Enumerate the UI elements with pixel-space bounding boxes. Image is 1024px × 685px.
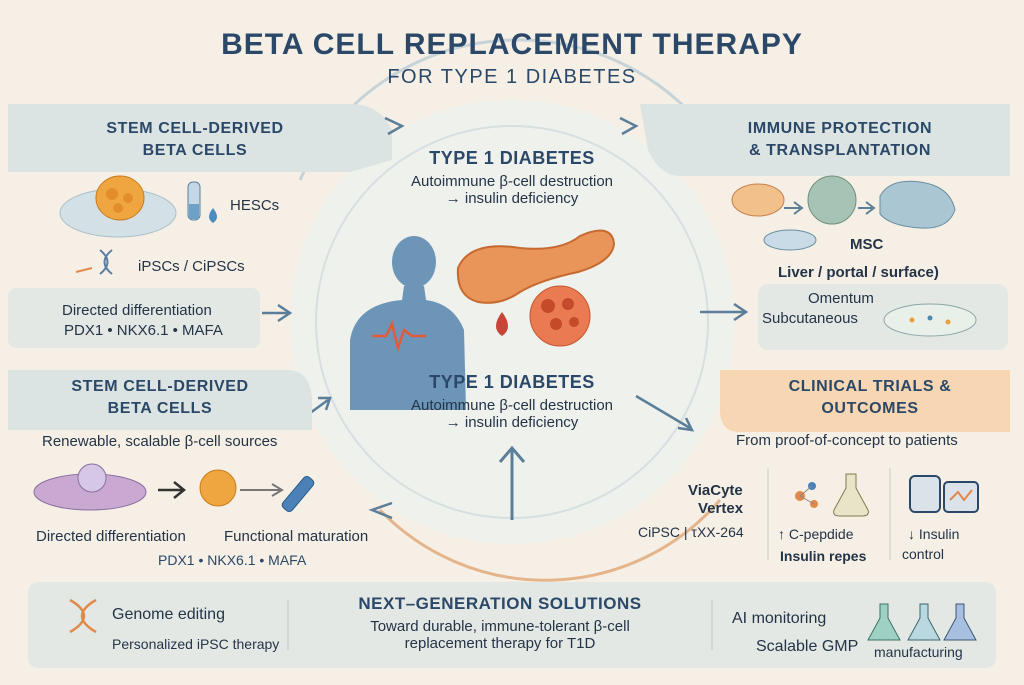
page-subtitle: FOR TYPE 1 DIABETES	[387, 66, 637, 88]
islet-cluster	[529, 285, 591, 347]
islet-capsule	[807, 175, 857, 225]
stem-top-diff-label: Directed differentiation	[62, 302, 212, 319]
panel-immune-bg	[640, 104, 1010, 176]
arrow-up-center	[498, 445, 526, 520]
center-ring	[290, 100, 734, 544]
next-gen-line2: replacement therapy for T1D	[404, 635, 596, 652]
progenitor-cell	[199, 469, 237, 507]
arrow-lower-right	[635, 394, 695, 432]
center-bottom-line2: → insulin deficiency	[445, 414, 579, 431]
msc-cell	[879, 180, 956, 229]
center-bottom-line1: Autoimmune β-cell destruction	[410, 397, 614, 414]
arrow-top-left	[384, 116, 405, 136]
clinical-title-line2: OUTCOMES	[821, 400, 919, 417]
stem-top-title: STEM CELL-DERIVED BETA CELLS	[60, 118, 330, 162]
clinical-title: CLINICAL TRIALS & OUTCOMES	[740, 376, 1000, 420]
subcutaneous-label: Subcutaneous	[762, 310, 858, 327]
control-label: control	[902, 546, 945, 562]
center-top-line2: → insulin deficiency	[445, 190, 579, 207]
device-icon	[763, 229, 817, 251]
arrow-mid-left	[262, 303, 293, 323]
stem-top-title-line2: BETA CELLS	[142, 142, 248, 159]
glucose-meter-icon	[909, 475, 941, 513]
panel-clinical-bg	[720, 370, 1010, 432]
molecule-icon	[795, 482, 818, 508]
immune-title-line2: & TRANSPLANTATION	[748, 142, 932, 159]
clinical-subtitle: From proof-of-concept to patients	[736, 432, 958, 449]
center-bottom-title: TYPE 1 DIABETES	[429, 372, 595, 392]
lab-flasks-icon	[867, 603, 977, 641]
msc-label: MSC	[850, 236, 884, 253]
pancreas-illustration	[456, 229, 616, 304]
center-bottom-block: TYPE 1 DIABETES Autoimmune β-cell destru…	[352, 372, 672, 431]
arrow-maturation	[240, 483, 284, 497]
insulin-down-label: ↓ Insulin	[908, 526, 960, 542]
next-gen-block: NEXT–GENERATION SOLUTIONS Toward durable…	[300, 594, 700, 652]
vertex-label: Vertex	[698, 500, 744, 517]
center-top-block: TYPE 1 DIABETES Autoimmune β-cell destru…	[352, 148, 672, 207]
genome-editing-label: Genome editing	[112, 606, 225, 623]
immune-title: IMMUNE PROTECTION & TRANSPLANTATION	[690, 118, 990, 162]
stem-bottom-title-line1: STEM CELL-DERIVED	[71, 378, 249, 395]
transplant-sites: Liver / portal / surface)	[778, 264, 939, 281]
center-top-title: TYPE 1 DIABETES	[429, 148, 595, 168]
immune-title-line1: IMMUNE PROTECTION	[747, 120, 933, 137]
panel-stem-bottom-bg	[8, 370, 312, 430]
viacyte-label: ViaCyte	[688, 482, 743, 499]
dna-icon-small	[99, 249, 113, 275]
arrow-mid-right	[700, 302, 749, 322]
stem-bottom-title: STEM CELL-DERIVED BETA CELLS	[40, 376, 280, 420]
stem-top-markers: PDX1 • NKX6.1 • MAFA	[64, 322, 223, 339]
ipsc-cell	[77, 463, 107, 493]
insulin-repes-label: Insulin repes	[780, 548, 867, 564]
blood-drop-icon	[496, 312, 508, 336]
clinical-title-line1: CLINICAL TRIALS &	[788, 378, 952, 395]
dna-icon	[69, 598, 97, 634]
personalized-label: Personalized iPSC therapy	[112, 636, 280, 652]
panel-stem-top-bg	[8, 104, 392, 172]
arrow-top-right	[619, 116, 639, 136]
hescs-label: HESCs	[230, 197, 280, 214]
drop-icon	[209, 208, 217, 223]
cycle-arc-bottom	[378, 499, 722, 582]
arrow-bottom-left	[368, 501, 393, 520]
maturation-label: Functional maturation	[224, 528, 369, 545]
stem-bottom-title-line2: BETA CELLS	[107, 400, 213, 417]
cipsc-label: CiPSC | τXX-264	[638, 524, 744, 540]
stem-bottom-markers: PDX1 • NKX6.1 • MAFA	[158, 552, 307, 568]
human-silhouette	[350, 236, 466, 410]
next-gen-title: NEXT–GENERATION SOLUTIONS	[358, 594, 642, 613]
center-top-line1: Autoimmune β-cell destruction	[410, 173, 614, 190]
panel-footer-bg	[28, 582, 996, 668]
ipscs-label: iPSCs / CiPSCs	[138, 258, 245, 275]
stem-top-title-line1: STEM CELL-DERIVED	[106, 120, 284, 137]
ai-monitoring-label: AI monitoring	[732, 610, 827, 627]
page-title: BETA CELL REPLACEMENT THERAPY	[221, 28, 803, 61]
omentum-label: Omentum	[808, 290, 874, 307]
next-gen-line1: Toward durable, immune-tolerant β-cell	[370, 618, 630, 635]
stem-cell	[95, 175, 145, 221]
panel-stem-mid-bg	[8, 288, 260, 348]
flask-icon	[833, 473, 869, 517]
syringe-icon	[281, 475, 315, 513]
stem-bottom-diff-label: Directed differentiation	[36, 528, 186, 545]
cpeptide-label: ↑ C-pepdide	[778, 526, 854, 542]
arrow-diff	[158, 481, 187, 499]
encapsulation-dish	[731, 183, 785, 217]
manufacturing-label: manufacturing	[874, 644, 963, 660]
scalable-gmp-label: Scalable GMP	[756, 638, 859, 655]
sources-label: Renewable, scalable β-cell sources	[42, 433, 278, 450]
